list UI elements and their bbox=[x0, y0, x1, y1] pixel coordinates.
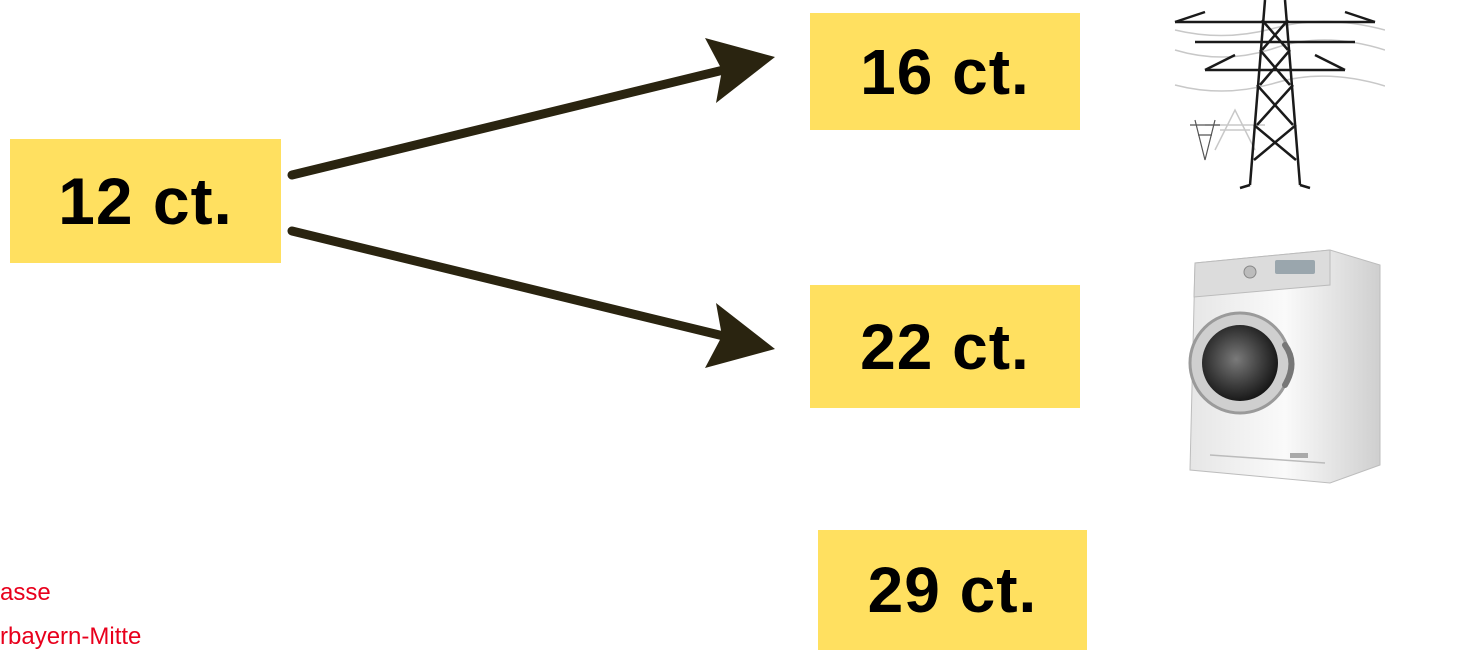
price-bottom-label: 29 ct. bbox=[867, 554, 1038, 626]
footnote-line-1: asse bbox=[0, 579, 51, 606]
power-pylon-icon bbox=[1174, 0, 1385, 190]
arrow-to-middle bbox=[287, 226, 775, 368]
price-middle-label: 22 ct. bbox=[860, 310, 1030, 383]
arrow-to-top bbox=[287, 38, 775, 180]
price-box-middle: 22 ct. bbox=[810, 285, 1080, 408]
price-box-top: 16 ct. bbox=[810, 13, 1080, 130]
price-box-bottom: 29 ct. bbox=[818, 530, 1087, 650]
washing-machine-icon bbox=[1188, 249, 1381, 484]
price-box-source: 12 ct. bbox=[10, 139, 281, 263]
footnote-line-2: rbayern-Mitte bbox=[0, 623, 142, 650]
price-source-label: 12 ct. bbox=[58, 164, 233, 238]
price-top-label: 16 ct. bbox=[860, 35, 1030, 108]
